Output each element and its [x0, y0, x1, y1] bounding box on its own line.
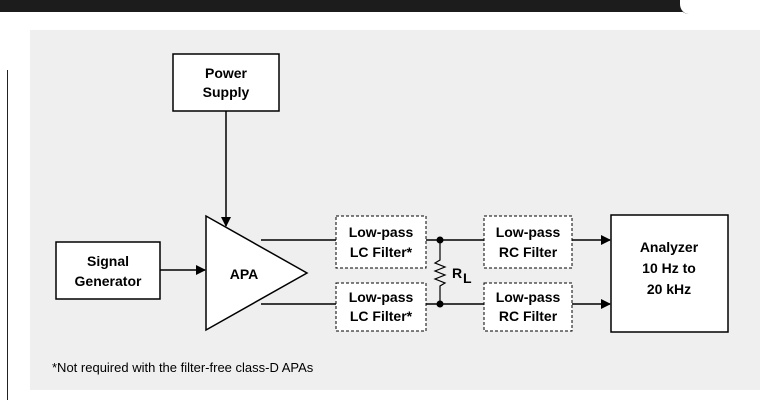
svg-text:20 kHz: 20 kHz — [647, 281, 691, 297]
svg-text:RC Filter: RC Filter — [499, 244, 558, 260]
svg-text:Signal: Signal — [87, 253, 129, 269]
svg-text:Low-pass: Low-pass — [349, 224, 414, 240]
rc-filter-bottom: Low-pass RC Filter — [483, 282, 573, 332]
svg-text:Low-pass: Low-pass — [496, 224, 561, 240]
signal-generator-block: Signal Generator — [55, 241, 161, 300]
svg-text:Supply: Supply — [203, 84, 250, 100]
svg-text:Generator: Generator — [75, 273, 142, 289]
svg-text:Power: Power — [205, 65, 248, 81]
load-label: R — [452, 265, 462, 281]
footnote: *Not required with the filter-free class… — [52, 360, 314, 375]
header-bar — [0, 0, 760, 12]
power-supply-block: Power Supply — [172, 53, 280, 112]
svg-text:10 Hz to: 10 Hz to — [642, 260, 696, 276]
svg-text:LC Filter*: LC Filter* — [350, 244, 413, 260]
lc-filter-top: Low-pass LC Filter* — [335, 215, 427, 269]
svg-text:APA: APA — [230, 266, 259, 282]
analyzer-block: Analyzer 10 Hz to 20 kHz — [610, 214, 729, 333]
margin-rule — [7, 70, 8, 400]
load-subscript: L — [463, 270, 472, 286]
apa-amplifier: APA — [205, 214, 309, 332]
svg-text:Low-pass: Low-pass — [496, 289, 561, 305]
svg-text:RC Filter: RC Filter — [499, 308, 558, 324]
rc-filter-top: Low-pass RC Filter — [483, 215, 573, 269]
lc-filter-bottom: Low-pass LC Filter* — [335, 282, 427, 332]
header-tab — [679, 0, 760, 14]
svg-text:Low-pass: Low-pass — [349, 289, 414, 305]
svg-text:Analyzer: Analyzer — [640, 239, 699, 255]
load-resistor: R L — [433, 240, 472, 304]
svg-text:LC Filter*: LC Filter* — [350, 308, 413, 324]
